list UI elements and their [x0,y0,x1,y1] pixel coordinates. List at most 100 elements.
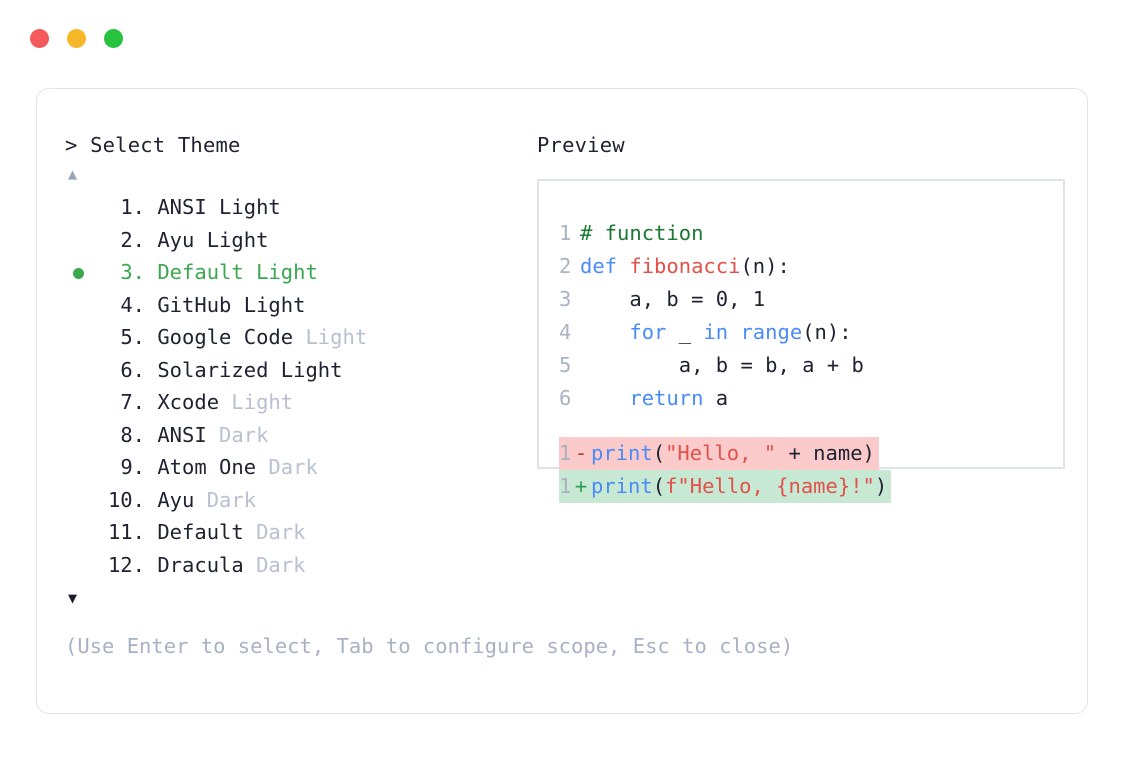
diff-plus-marker: + [574,474,588,498]
maximize-button[interactable] [104,29,123,48]
theme-item-name: GitHub [145,292,232,317]
code-token: _ [666,320,704,344]
theme-item-number: 1. [120,195,145,219]
theme-list-item[interactable]: 12. Dracula Dark [65,549,535,582]
theme-item-number: 3. [120,260,145,284]
minimize-button[interactable] [67,29,86,48]
code-token: range [740,320,803,344]
theme-list-item[interactable]: 3. Default Light [65,256,535,289]
code-token: a [703,386,729,410]
code-token: (n): [740,254,790,278]
code-token: ( [652,441,666,465]
theme-item-number: 4. [120,292,145,317]
scroll-down-arrow-icon[interactable]: ▼ [68,589,78,607]
code-token: a, b = b, a + b [580,353,864,377]
theme-item-number: 2. [120,227,145,252]
theme-item-number: 7. [120,390,145,414]
line-number: 1 [559,474,572,498]
theme-item-name: Default [145,260,244,284]
code-token: ) [874,474,888,498]
theme-item-name: Solarized [145,357,269,382]
theme-item-number: 9. [120,455,145,479]
code-token: fibonacci [629,254,741,278]
theme-item-name: Ayu [145,487,195,512]
theme-item-name: Google Code [145,325,294,349]
theme-item-number: 5. [120,325,145,349]
code-line: 1 # function [559,217,1057,250]
code-line-text: a, b = 0, 1 [571,283,765,316]
theme-item-variant: Dark [243,520,306,544]
theme-list-item[interactable]: 6. Solarized Light [65,354,535,387]
code-token: "Hello, " [665,441,777,465]
theme-item-number: 11. [107,520,145,544]
line-number: 2 [559,254,572,278]
theme-item-variant: Light [243,260,318,284]
code-token [580,386,629,410]
theme-list-item[interactable]: 9. Atom One Dark [65,451,535,484]
theme-item-number: 6. [120,357,145,382]
code-token: print [591,441,653,465]
line-number: 4 [559,320,572,344]
theme-item-number: 12. [107,552,145,577]
theme-list-item[interactable]: 10. Ayu Dark [65,484,535,517]
theme-item-name: ANSI [145,195,207,219]
theme-item-variant: Dark [243,552,306,577]
code-line: 3 a, b = 0, 1 [559,283,1057,316]
code-token: 1 [752,287,766,311]
code-token: , [728,287,753,311]
code-line-text: # function [571,217,703,250]
code-token: in [703,320,729,344]
code-spacer [559,415,1057,437]
code-token: ( [652,474,666,498]
code-line-text: return a [571,382,728,415]
scroll-up-arrow-icon[interactable]: ▲ [68,165,78,183]
line-number: 5 [559,353,572,377]
theme-item-name: Atom One [145,455,257,479]
theme-item-number: 8. [120,422,145,447]
close-button[interactable] [30,29,49,48]
code-line-text: def fibonacci(n): [571,250,790,283]
keyboard-hint: (Use Enter to select, Tab to configure s… [65,634,794,658]
theme-list-item[interactable]: 1. ANSI Light [65,191,535,224]
line-number: 1 [559,221,572,245]
diff-added-line: 1+print(f"Hello, {name}!") [559,470,892,503]
code-token [728,320,740,344]
theme-item-variant: Light [268,357,343,382]
code-token: # function [580,221,704,245]
code-token: def [580,254,630,278]
theme-item-name: Ayu [145,227,195,252]
theme-item-name: Default [145,520,244,544]
code-line: 4 for _ in range(n): [559,316,1057,349]
selected-indicator-icon [73,267,84,279]
code-line: 6 return a [559,382,1057,415]
prompt-label: > Select Theme [65,133,241,157]
code-token [580,320,629,344]
theme-item-variant: Light [219,390,294,414]
code-token: return [629,386,704,410]
code-token: for [629,320,667,344]
theme-list-item[interactable]: 11. Default Dark [65,516,535,549]
code-line-text: for _ in range(n): [571,316,851,349]
theme-item-number: 10. [107,487,145,512]
theme-list-item[interactable]: 8. ANSI Dark [65,419,535,452]
diff-minus-marker: - [574,441,588,465]
theme-item-variant: Dark [194,487,257,512]
theme-item-name: ANSI [145,422,207,447]
code-token: print [591,474,653,498]
window-controls [30,29,123,48]
theme-item-variant: Dark [256,455,318,479]
theme-list-item[interactable]: 4. GitHub Light [65,289,535,322]
theme-list-item[interactable]: 7. Xcode Light [65,386,535,419]
theme-list-item[interactable]: 2. Ayu Light [65,224,535,257]
line-number: 3 [559,287,572,311]
line-number: 1 [559,441,572,465]
code-token: a, b = [580,287,716,311]
theme-list-item[interactable]: 5. Google Code Light [65,321,535,354]
diff-removed-line: 1-print("Hello, " + name) [559,437,879,470]
code-token: 0 [715,287,729,311]
